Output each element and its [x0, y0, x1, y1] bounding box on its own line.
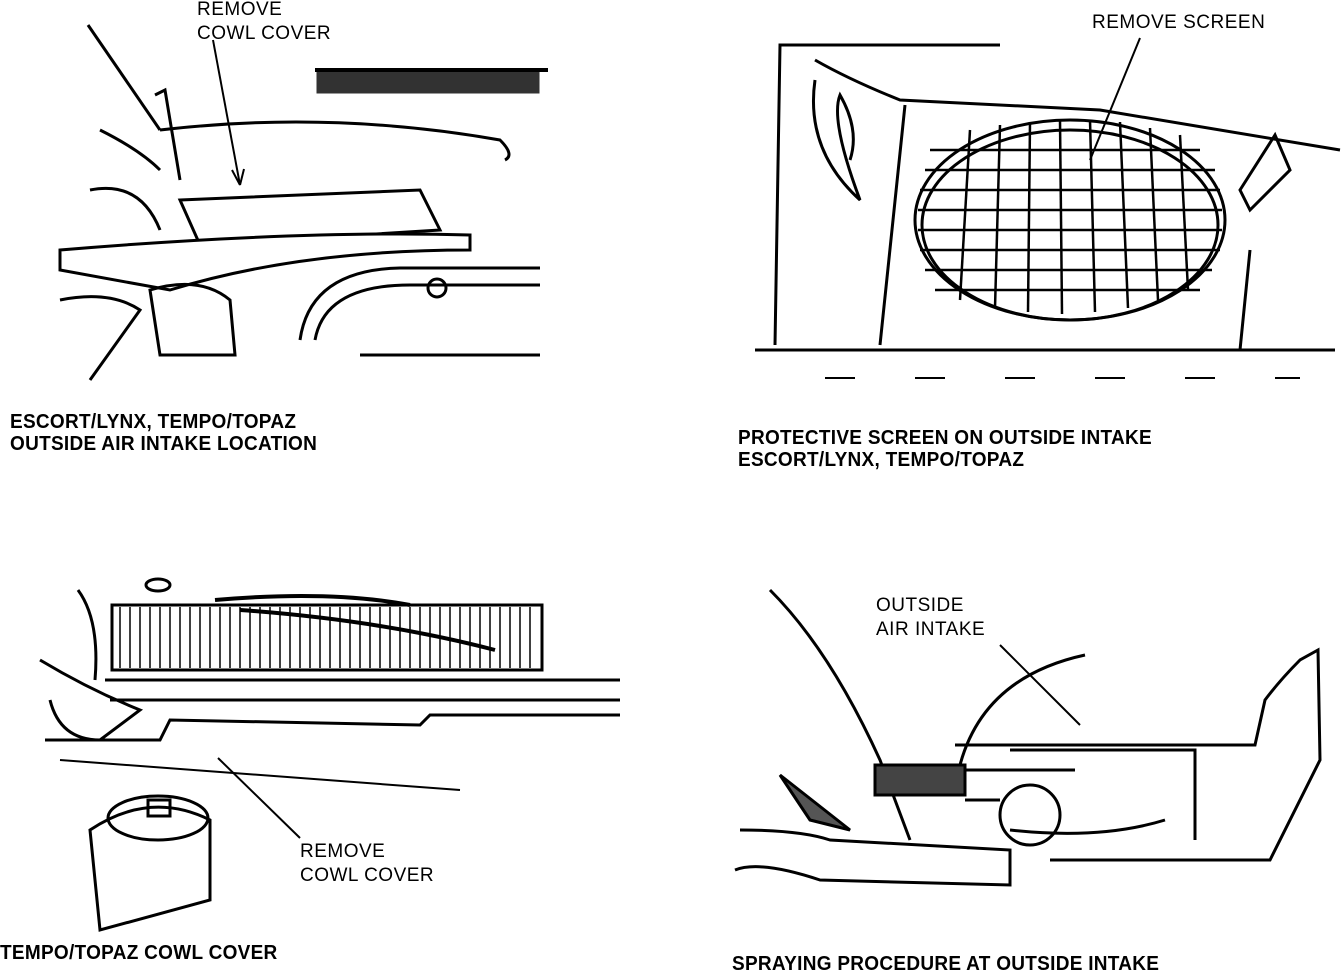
figure-3-caption: TEMPO/TOPAZ COWL COVER	[0, 942, 278, 964]
figure-4-illustration	[734, 588, 1322, 887]
figure-2-illustration	[755, 37, 1341, 379]
figure-1-illustration	[58, 24, 548, 381]
figure-4-caption: SPRAYING PROCEDURE AT OUTSIDE INTAKE	[732, 953, 1160, 975]
figure-3-callout: REMOVE COWL COVER	[300, 841, 435, 886]
figure-2-callout: REMOVE SCREEN	[1092, 12, 1266, 33]
figure-2-caption: PROTECTIVE SCREEN ON OUTSIDE INTAKE ESCO…	[738, 427, 1152, 471]
figure-1-caption: ESCORT/LYNX, TEMPO/TOPAZ OUTSIDE AIR INT…	[10, 411, 318, 455]
figure-1-callout: REMOVE COWL COVER	[197, 0, 332, 44]
figure-3-illustration	[39, 577, 620, 932]
figure-4-callout: OUTSIDE AIR INTAKE	[876, 595, 986, 640]
